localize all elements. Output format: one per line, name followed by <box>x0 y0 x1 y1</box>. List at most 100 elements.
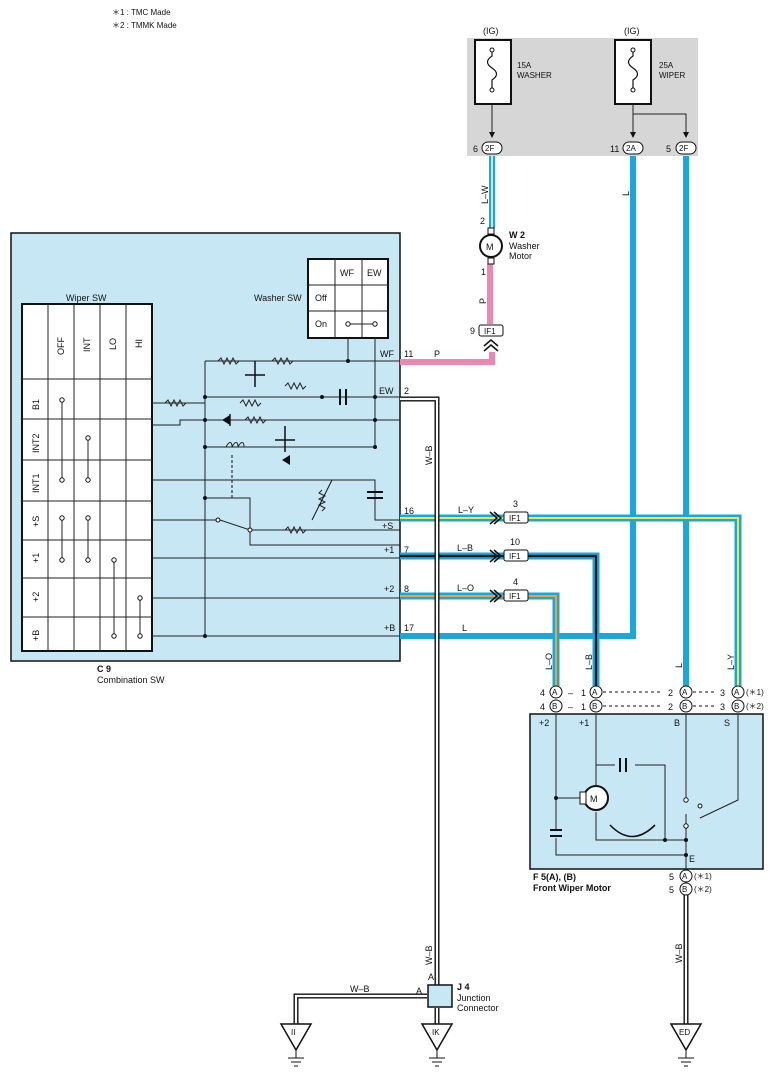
svg-text:LO: LO <box>108 338 118 350</box>
svg-text:3: 3 <box>513 499 518 509</box>
svg-text:(＊1): (＊1) <box>694 872 712 881</box>
svg-text:4: 4 <box>513 577 518 587</box>
svg-text:EW: EW <box>379 386 394 396</box>
svg-text:4: 4 <box>540 688 545 698</box>
svg-text:L: L <box>621 191 631 196</box>
svg-text:10: 10 <box>510 537 520 547</box>
svg-text:J 4: J 4 <box>457 982 470 992</box>
svg-text:Motor: Motor <box>509 251 532 261</box>
svg-text:B: B <box>682 885 687 894</box>
svg-text:A: A <box>428 972 434 982</box>
svg-text:L: L <box>674 663 684 668</box>
internal-circuit <box>152 338 400 638</box>
svg-text:11: 11 <box>610 144 619 154</box>
svg-text:B1: B1 <box>31 399 41 410</box>
svg-text:+B: +B <box>31 630 41 641</box>
svg-text:+2: +2 <box>539 718 549 728</box>
svg-text:A: A <box>552 688 558 697</box>
ground-ii: II <box>279 1023 313 1067</box>
svg-text:+2: +2 <box>384 584 394 594</box>
washer-col-wf: WF <box>340 268 354 278</box>
svg-text:ED: ED <box>679 1028 690 1037</box>
svg-text:2: 2 <box>480 216 485 226</box>
svg-text:4: 4 <box>540 702 545 712</box>
svg-text:Connector: Connector <box>457 1003 499 1013</box>
combination-sw-id: C 9 <box>97 664 111 674</box>
washer-row-off: Off <box>315 293 327 303</box>
svg-text:E: E <box>689 854 695 864</box>
svg-text:5: 5 <box>669 885 674 895</box>
washer-sw-title: Washer SW <box>254 293 302 303</box>
svg-text:8: 8 <box>404 584 409 594</box>
svg-text:W–B: W–B <box>424 445 434 465</box>
svg-text:L–Y: L–Y <box>458 505 474 515</box>
svg-text:IF1: IF1 <box>509 552 521 561</box>
svg-text:3: 3 <box>720 702 725 712</box>
svg-text:S: S <box>724 718 730 728</box>
svg-text:1: 1 <box>581 688 586 698</box>
motor-connector-row-a: 4 A – 1 A 2 A 3 A (＊1) <box>540 685 764 699</box>
motor-connector-row-b: 4 B – 1 B 2 B 3 B (＊2) <box>540 699 764 713</box>
svg-text:3: 3 <box>720 688 725 698</box>
svg-text:L–B: L–B <box>584 654 594 670</box>
svg-text:–: – <box>568 688 573 698</box>
svg-text:L–Y: L–Y <box>726 654 736 670</box>
svg-text:1: 1 <box>581 702 586 712</box>
svg-text:2A: 2A <box>626 144 636 153</box>
fuse-washer-name: WASHER <box>517 71 552 80</box>
svg-text:9: 9 <box>470 326 475 336</box>
svg-text:II: II <box>291 1028 295 1037</box>
fuse-wiper-ig: (IG) <box>624 26 640 36</box>
combo-terminals: WF 11 EW 2 +S 16 +1 7 +2 8 +B 17 <box>379 349 414 633</box>
svg-text:A: A <box>734 688 740 697</box>
svg-text:L: L <box>462 623 467 633</box>
note-2: ＊2 : TMMK Made <box>112 21 177 30</box>
svg-text:+B: +B <box>384 623 395 633</box>
svg-text:L–O: L–O <box>544 653 554 670</box>
wire-color-labels: L–W P P L L L W–B W–B W–B W–B L–Y L–Y L–… <box>350 185 736 994</box>
washer-col-ew: EW <box>367 268 382 278</box>
svg-text:+S: +S <box>382 521 393 531</box>
svg-text:B: B <box>674 718 680 728</box>
svg-text:P: P <box>434 349 440 359</box>
wiper-sw-rows: B1 INT2 INT1 +S +1 +2 +B <box>31 399 41 641</box>
fuse-washer-ig: (IG) <box>483 26 499 36</box>
if1-connector-9: 9 IF1 <box>470 324 504 352</box>
svg-text:1: 1 <box>481 267 486 277</box>
svg-text:–: – <box>568 702 573 712</box>
combination-sw-name: Combination SW <box>97 675 165 685</box>
note-1: ＊1 : TMC Made <box>112 8 171 17</box>
fuse-wiper-name: WIPER <box>659 71 685 80</box>
svg-text:+1: +1 <box>31 553 41 563</box>
front-wiper-motor-box <box>529 713 764 870</box>
svg-text:A: A <box>682 872 688 881</box>
fuse-wiper: (IG) 25A WIPER <box>614 26 685 105</box>
svg-text:16: 16 <box>404 506 414 516</box>
svg-text:B: B <box>592 702 597 711</box>
svg-text:WF: WF <box>380 349 394 359</box>
svg-text:INT2: INT2 <box>31 433 41 453</box>
svg-text:2F: 2F <box>679 144 688 153</box>
if1-connector-3: 3 IF1 <box>489 499 529 525</box>
svg-text:(＊1): (＊1) <box>746 688 764 697</box>
wiper-sw-title: Wiper SW <box>66 293 107 303</box>
svg-text:HI: HI <box>134 339 144 348</box>
svg-text:INT: INT <box>82 337 92 352</box>
ground-ik: IK <box>420 1023 454 1067</box>
svg-text:W–B: W–B <box>350 984 370 994</box>
wiper-sw-contacts <box>59 397 143 639</box>
svg-text:IK: IK <box>432 1028 440 1037</box>
svg-text:L–O: L–O <box>457 583 474 593</box>
svg-text:7: 7 <box>404 545 409 555</box>
svg-text:B: B <box>682 702 687 711</box>
front-wiper-motor-internals: +2 +1 B S E M <box>539 714 739 869</box>
top-terminal-2a-11: 11 2A <box>610 141 644 155</box>
svg-text:(＊2): (＊2) <box>694 885 712 894</box>
svg-text:Washer: Washer <box>509 241 540 251</box>
svg-text:INT1: INT1 <box>31 473 41 493</box>
svg-text:6: 6 <box>473 144 478 154</box>
svg-text:OFF: OFF <box>56 337 66 355</box>
svg-text:(＊2): (＊2) <box>746 702 764 711</box>
